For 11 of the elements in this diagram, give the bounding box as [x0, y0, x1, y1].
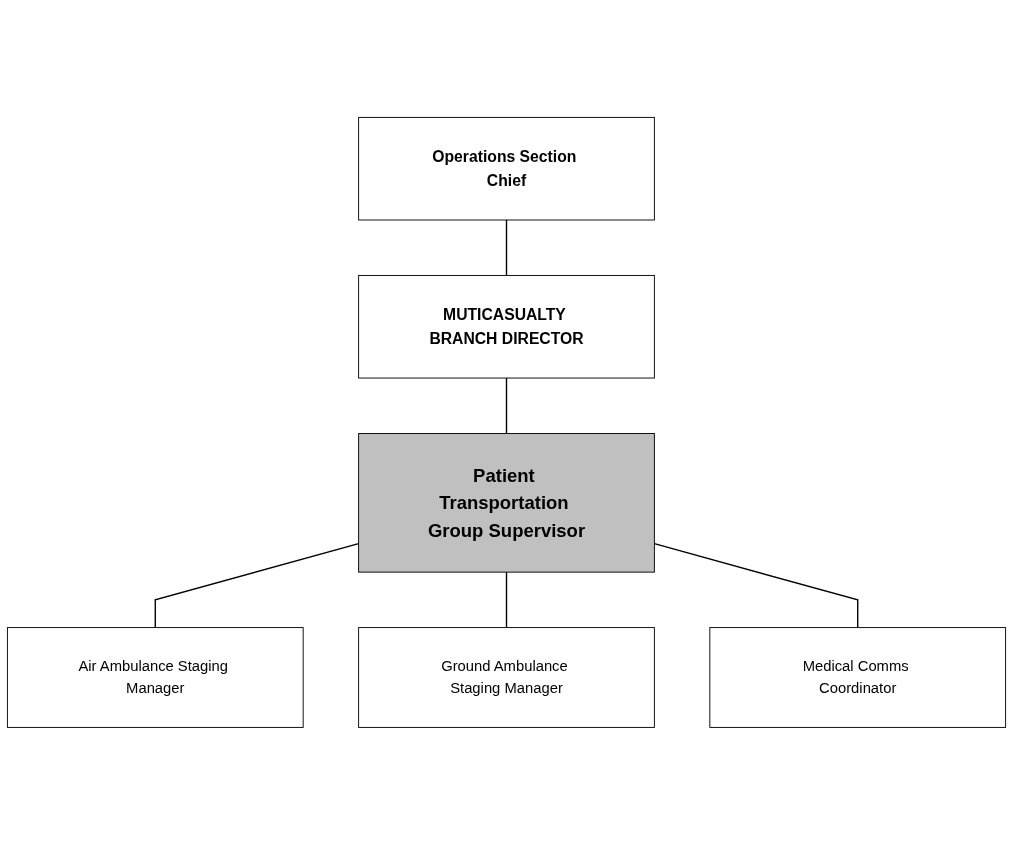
connector: [505, 571, 508, 629]
connector: [505, 219, 508, 277]
node-box: Operations Section Chief: [358, 117, 655, 221]
node-box: Ground Ambulance Staging Manager: [358, 627, 655, 728]
connector: [505, 377, 508, 435]
connector: [653, 543, 859, 629]
node-box: Medical Comms Coordinator: [709, 627, 1007, 728]
node-box: Air Ambulance Staging Manager: [6, 627, 304, 728]
node-box: MUTICASUALTY BRANCH DIRECTOR: [358, 275, 655, 379]
node-box: Patient Transportation Group Supervisor: [358, 433, 655, 573]
connector: [154, 543, 360, 629]
